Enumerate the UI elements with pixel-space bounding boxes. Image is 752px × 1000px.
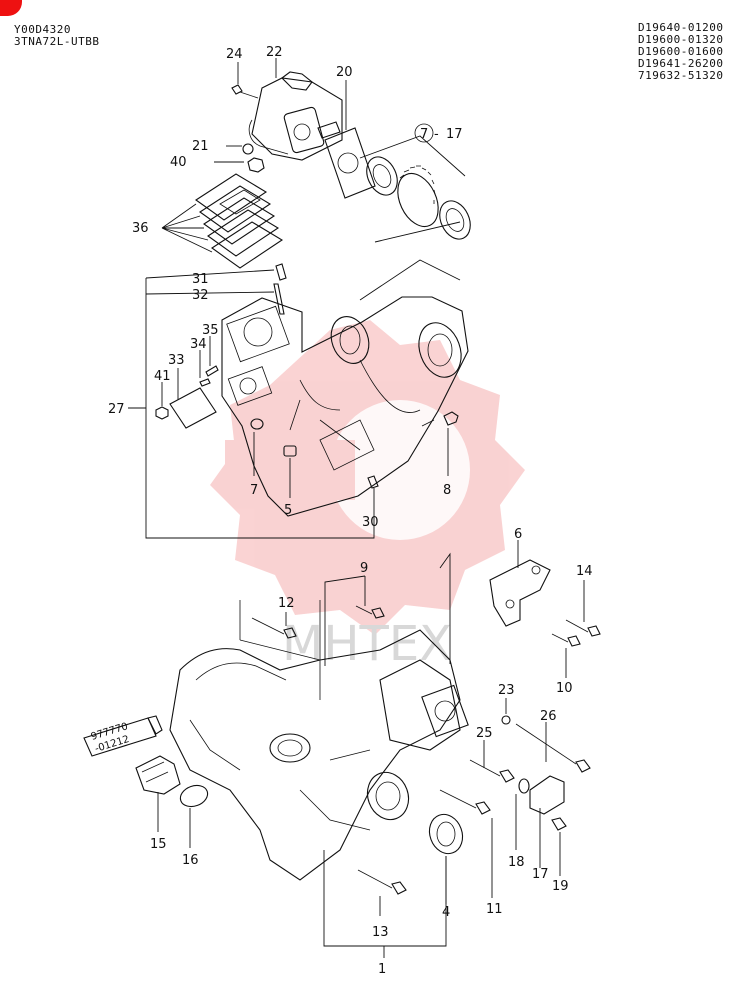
callout-41: 41	[154, 369, 171, 384]
callout-4: 4	[442, 905, 450, 920]
bolt-11	[439, 789, 491, 815]
plug-34	[199, 378, 211, 387]
nut-40	[247, 157, 265, 173]
callout-21: 21	[192, 139, 209, 154]
callout-27: 27	[108, 402, 125, 417]
model-code-line: Y00D4320	[14, 23, 71, 36]
callout-10: 10	[556, 681, 573, 696]
callout-labels: 24 22 20 7 - 17 21 40 36 31 32 35 34 33 …	[108, 45, 593, 977]
callout-31: 31	[192, 272, 209, 287]
callout-19: 19	[552, 879, 569, 894]
cover-plate-17	[529, 775, 565, 815]
callout-17b: 17	[532, 867, 549, 882]
watermark-gear	[210, 320, 525, 635]
part-number-line: D19600-01320	[638, 33, 724, 46]
bracket-6	[489, 559, 551, 627]
stud-35	[205, 365, 219, 377]
gasket-stack-36	[195, 173, 284, 269]
dowel-5	[283, 445, 297, 457]
o-ring-16	[179, 784, 209, 808]
gasket-leader-lines	[239, 600, 321, 700]
leader-lines	[128, 58, 585, 958]
bolt-12	[251, 617, 297, 639]
part-number-line: D19640-01200	[638, 21, 724, 34]
callout-35: 35	[202, 323, 219, 338]
callout-24: 24	[226, 47, 243, 62]
gear-case-cover	[169, 629, 469, 881]
callout-7-circled: 7	[420, 127, 428, 142]
gear-case	[221, 296, 469, 517]
callout-18: 18	[508, 855, 525, 870]
bolt-14	[565, 619, 601, 637]
callout-circle-7	[414, 123, 434, 143]
gasket-20	[324, 127, 376, 199]
nut-41	[155, 406, 169, 420]
cap-15	[135, 755, 181, 795]
callout-30: 30	[362, 515, 379, 530]
bolt-25	[469, 759, 515, 783]
callout-11: 11	[486, 902, 503, 917]
model-codes: Y00D4320 3TNA72L-UTBB	[14, 24, 99, 48]
callout-34: 34	[190, 337, 207, 352]
bolt-9	[355, 605, 385, 619]
part-number-line: D19600-01600	[638, 45, 724, 58]
o-ring-7	[250, 418, 264, 430]
bolt-10	[551, 633, 581, 647]
part-number-line: 719632-51320	[638, 69, 724, 82]
callout-33: 33	[168, 353, 185, 368]
part-number-line: D19641-26200	[638, 57, 724, 70]
oil-pump	[248, 71, 343, 161]
callout-5: 5	[284, 503, 292, 518]
callout-17-dash: -	[434, 127, 439, 142]
o-ring-18	[518, 778, 530, 794]
callout-8: 8	[443, 483, 451, 498]
callout-23: 23	[498, 683, 515, 698]
callout-13: 13	[372, 925, 389, 940]
callout-12: 12	[278, 596, 295, 611]
pin-32	[273, 283, 285, 315]
callout-26: 26	[540, 709, 557, 724]
callout-14: 14	[576, 564, 593, 579]
callout-16: 16	[182, 853, 199, 868]
washer-23	[501, 715, 511, 725]
callout-25: 25	[476, 726, 493, 741]
callout-36: 36	[132, 221, 149, 236]
bolt-13	[357, 869, 407, 895]
callout-22: 22	[266, 45, 283, 60]
callout-7: 7	[250, 483, 258, 498]
oil-seal-4	[428, 813, 464, 855]
washer-21	[242, 143, 254, 155]
bolt-8	[421, 411, 459, 427]
bolt-19	[551, 817, 567, 831]
callout-32: 32	[192, 288, 209, 303]
part-numbers: D19640-01200 D19600-01320 D19600-01600 D…	[638, 22, 723, 82]
bolt-24	[231, 84, 259, 99]
callout-1: 1	[378, 962, 386, 977]
cover-33	[169, 387, 217, 429]
callout-20: 20	[336, 65, 353, 80]
model-code-line: 3TNA72L-UTBB	[14, 35, 100, 48]
callout-17: 17	[446, 127, 463, 142]
callout-15: 15	[150, 837, 167, 852]
spring-pin-31	[275, 263, 287, 281]
sealant-tube: 977770 -01212	[83, 715, 163, 757]
bolt-26	[515, 723, 591, 773]
idler-gear-assembly	[359, 135, 471, 243]
callout-6: 6	[514, 527, 522, 542]
corner-marker	[0, 0, 22, 16]
callout-9: 9	[360, 561, 368, 576]
pin-30	[367, 475, 379, 489]
callout-40: 40	[170, 155, 187, 170]
